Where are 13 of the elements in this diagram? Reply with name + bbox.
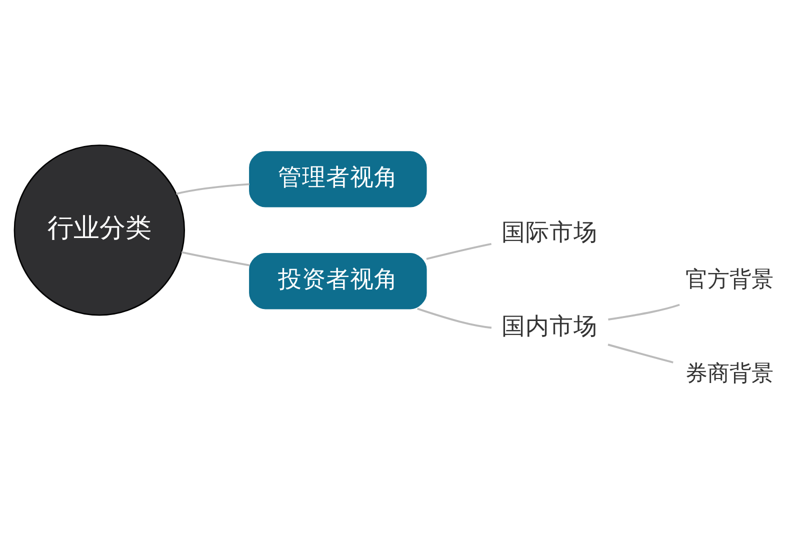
connector xyxy=(608,303,680,320)
node-text: 国际市场 xyxy=(502,219,598,246)
node-box: 管理者视角 xyxy=(249,150,427,207)
connector xyxy=(181,250,250,266)
connector xyxy=(417,307,492,328)
node-circle: 行业分类 xyxy=(14,144,185,316)
node-text: 国内市场 xyxy=(502,313,598,340)
node-box: 投资者视角 xyxy=(249,252,427,309)
node-text: 官方背景 xyxy=(685,266,774,292)
connector xyxy=(176,182,250,194)
connector xyxy=(608,343,674,363)
node-text: 券商背景 xyxy=(685,360,774,386)
connector xyxy=(426,242,492,260)
